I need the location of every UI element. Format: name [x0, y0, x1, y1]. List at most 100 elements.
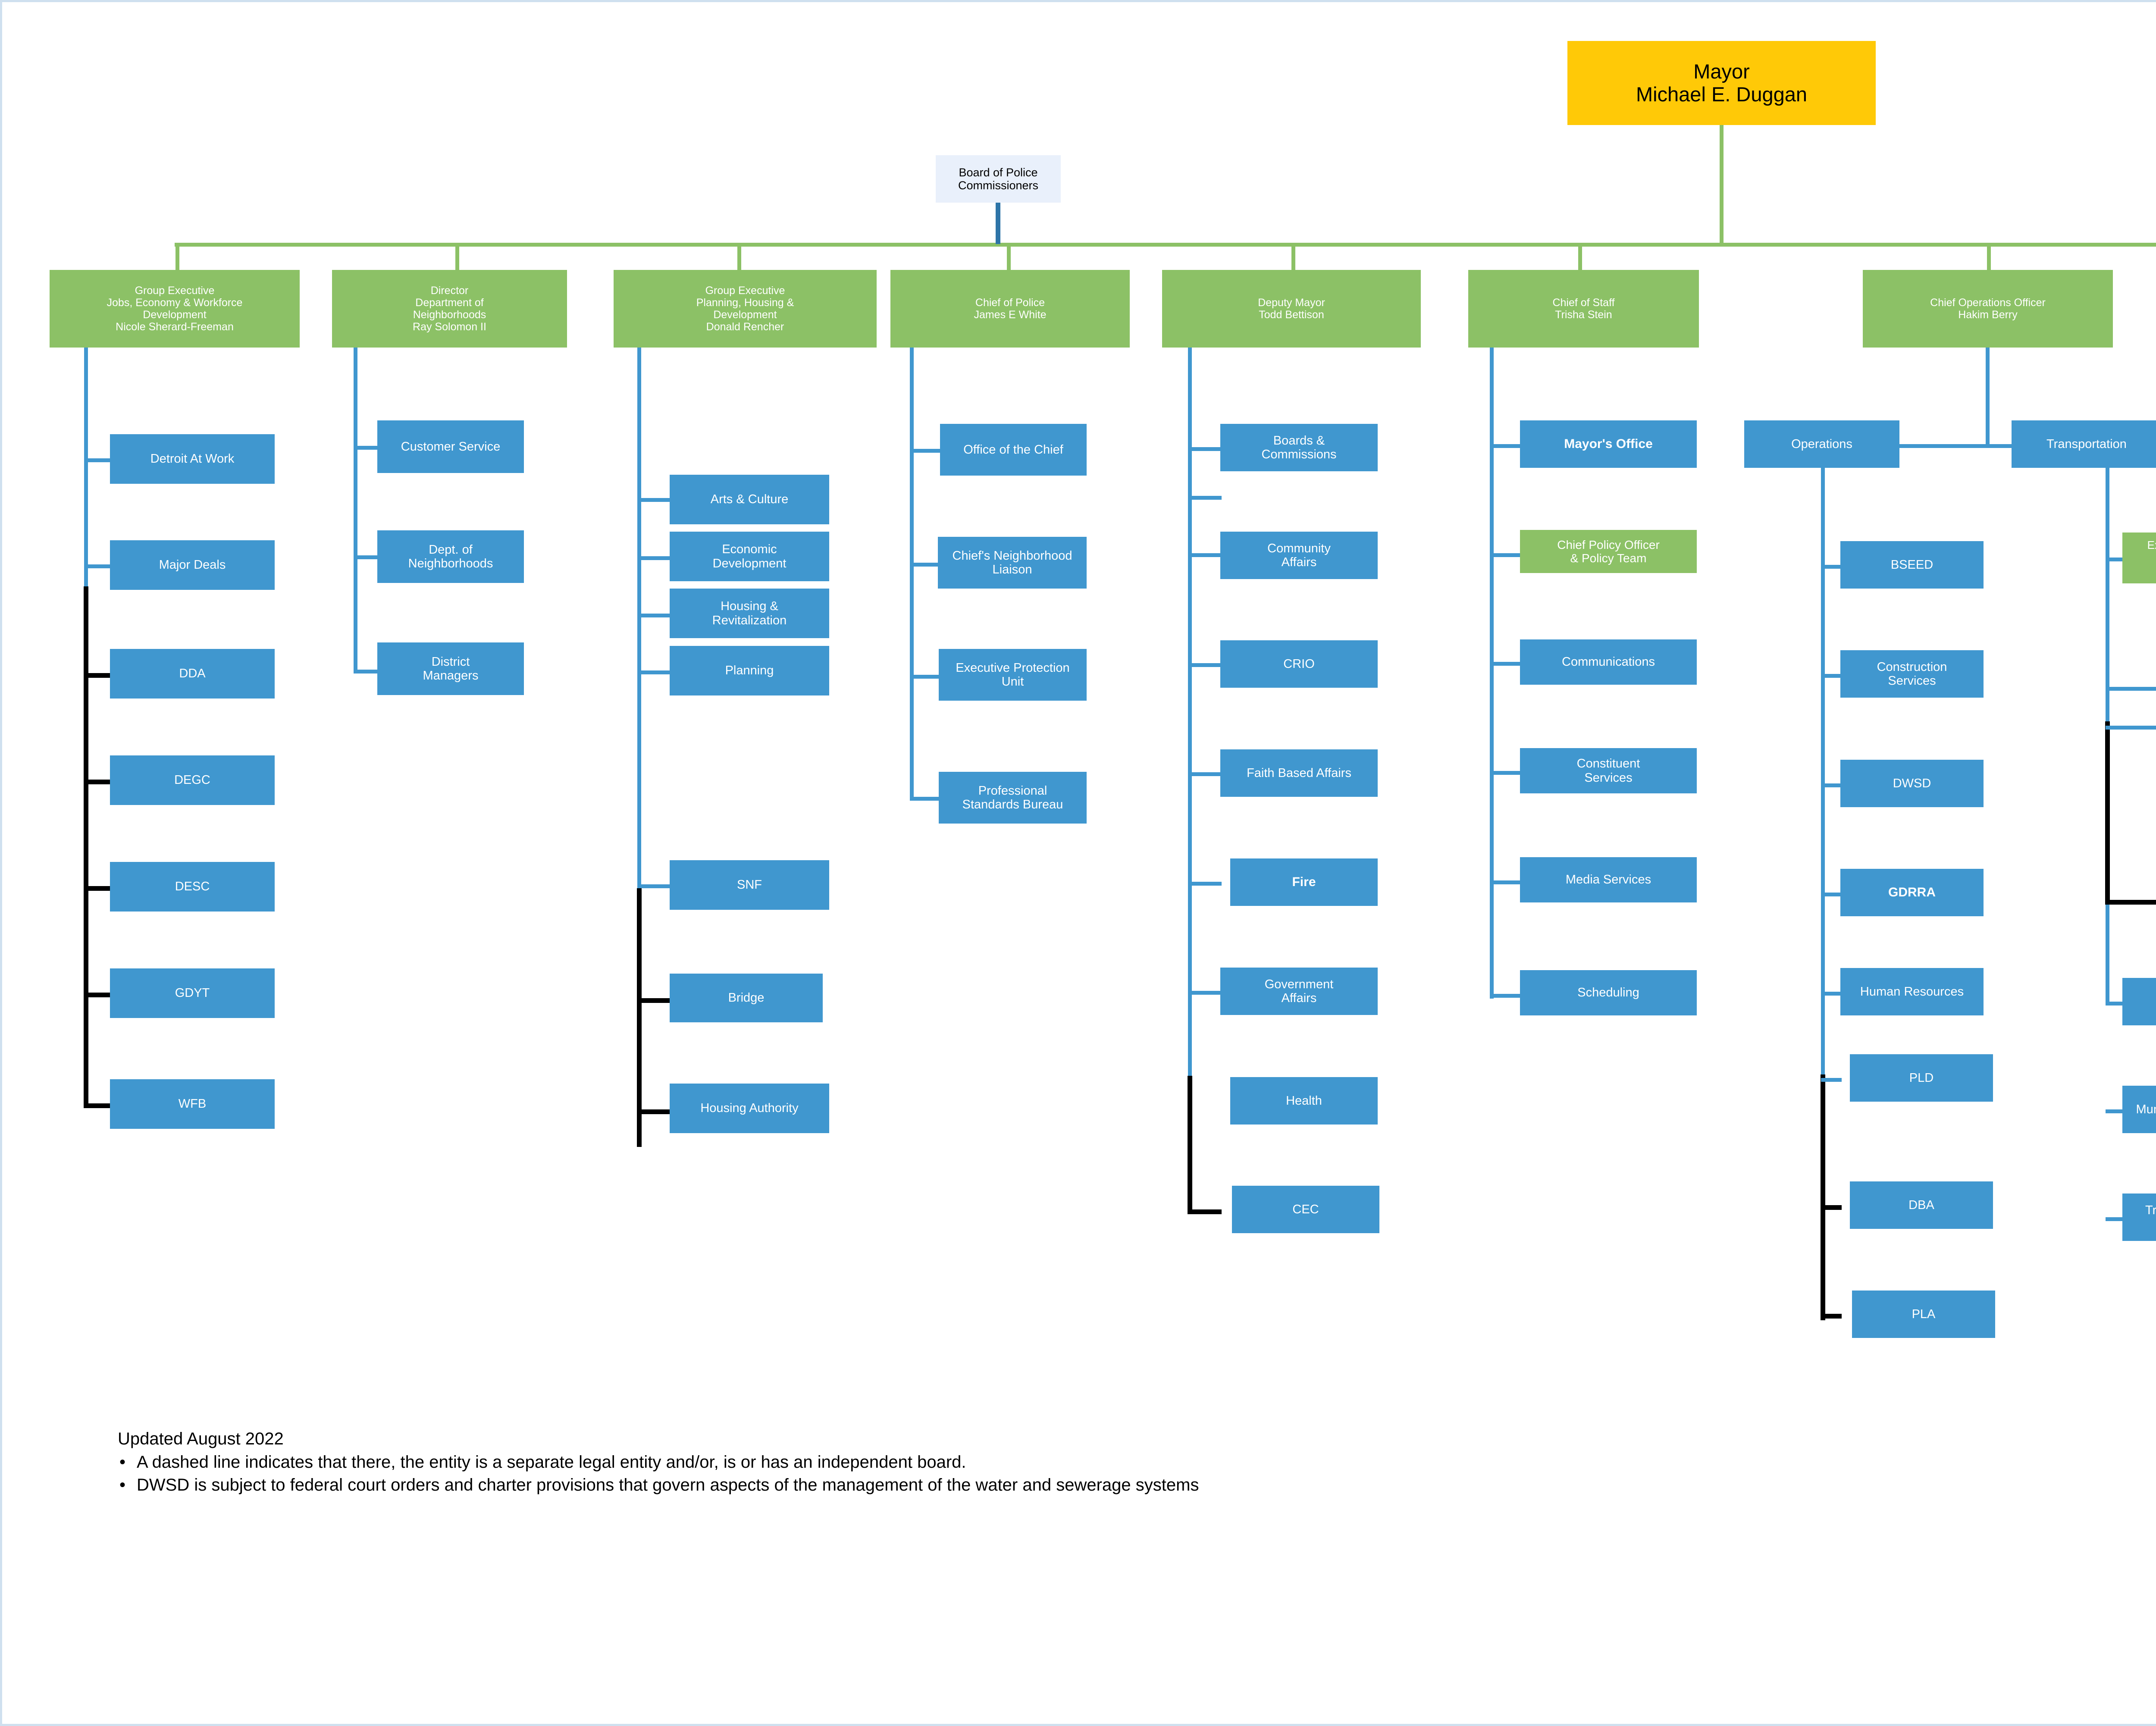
connector-spine-col-0-top — [84, 348, 88, 589]
unit-node-policy-team[interactable]: Chief Policy Officer & Policy Team — [1520, 530, 1697, 573]
unit-node[interactable]: Detroit At Work — [110, 434, 275, 484]
unit-node[interactable]: Customer Service — [377, 420, 524, 473]
exec-header-chief-of-police[interactable]: Chief of Police James E White — [890, 270, 1130, 348]
connector-branch-col-3-1 — [910, 563, 942, 567]
unit-node[interactable]: PLA — [1852, 1291, 1995, 1338]
unit-node[interactable]: Faith Based Affairs — [1220, 749, 1378, 797]
unit-node[interactable]: BSEED — [1840, 541, 1984, 589]
unit-node[interactable]: Dept. of Neighborhoods — [377, 530, 524, 583]
connector-branch-col-2-2 — [637, 614, 671, 617]
unit-node[interactable]: Government Affairs — [1220, 968, 1378, 1015]
unit-node[interactable]: Major Deals — [110, 540, 275, 590]
unit-node[interactable]: GDRRA — [1840, 869, 1984, 916]
connector-drop-col-6 — [1987, 243, 1991, 270]
connector-branch-trans-5 — [2106, 1109, 2124, 1113]
connector-branch-col-0-0 — [84, 458, 112, 462]
unit-node[interactable]: District Managers — [377, 642, 524, 695]
unit-node[interactable]: DPW — [2122, 978, 2156, 1025]
connector-branch-col-5-3 — [1490, 771, 1522, 775]
connector-branch-col-4-4 — [1188, 772, 1222, 776]
mayor-node[interactable]: Mayor Michael E. Duggan — [1567, 41, 1876, 125]
unit-node[interactable]: PLD — [1850, 1054, 1993, 1102]
unit-node[interactable]: Chief's Neighborhood Liaison — [938, 537, 1087, 589]
connector-spine-col-0-legal — [84, 586, 88, 1108]
unit-node[interactable]: Bridge — [670, 974, 823, 1022]
unit-node[interactable]: Mayor's Office — [1520, 420, 1697, 468]
exec-header-chief-operations-officer[interactable]: Chief Operations Officer Hakim Berry — [1863, 270, 2113, 348]
unit-node[interactable]: Boards & Commissions — [1220, 424, 1378, 471]
unit-node[interactable]: DBA — [1850, 1181, 1993, 1229]
unit-node[interactable]: DWSD — [1840, 760, 1984, 807]
unit-node[interactable]: SNF — [670, 860, 829, 910]
connector-branch-col-1-1 — [354, 555, 380, 559]
connector-coo-bus — [1826, 444, 2145, 448]
connector-branch-col-2-3 — [637, 670, 671, 674]
unit-node[interactable]: GDYT — [110, 968, 275, 1018]
connector-branch-col-3-0 — [910, 449, 942, 453]
unit-node[interactable]: DESC — [110, 862, 275, 912]
unit-node[interactable]: Human Resources — [1840, 968, 1984, 1015]
connector-branch-ops-6 — [1821, 1205, 1842, 1210]
connector-spine-transportation-legal — [2105, 721, 2110, 905]
unit-node[interactable]: Office of the Chief — [940, 424, 1087, 476]
connector-branch-ops-2 — [1821, 783, 1842, 787]
unit-node[interactable]: Housing & Revitalization — [670, 589, 829, 638]
unit-node[interactable]: Housing Authority — [670, 1084, 829, 1133]
exec-header-deputy-mayor[interactable]: Deputy Mayor Todd Bettison — [1162, 270, 1421, 348]
unit-node[interactable]: Media Services — [1520, 857, 1697, 902]
connector-branch-col-0-1 — [84, 564, 112, 568]
unit-node[interactable]: CRIO — [1220, 640, 1378, 688]
connector-branch-col-4-0 — [1188, 447, 1222, 451]
connector-drop-col-5 — [1578, 243, 1582, 270]
connector-spine-col-3 — [910, 348, 914, 800]
connector-branch-col-1-2 — [354, 670, 380, 673]
unit-node[interactable]: WFB — [110, 1079, 275, 1129]
connector-branch-col-3-3 — [910, 797, 942, 801]
connector-branch-ops-3 — [1821, 893, 1842, 896]
unit-node[interactable]: CEC — [1232, 1186, 1379, 1233]
unit-node[interactable]: Health — [1230, 1077, 1378, 1125]
unit-node[interactable]: Construction Services — [1840, 650, 1984, 698]
connector-branch-trans-2 — [2106, 726, 2156, 730]
unit-node[interactable]: Fire — [1230, 858, 1378, 906]
exec-header-jobs-economy-workforce[interactable]: Group Executive Jobs, Economy & Workforc… — [50, 270, 300, 348]
exec-header-department-of-neighborhoods[interactable]: Director Department of Neighborhoods Ray… — [332, 270, 567, 348]
unit-node[interactable]: Transportation Planning — [2122, 1193, 2156, 1241]
unit-node[interactable]: Professional Standards Bureau — [939, 772, 1087, 824]
connector-branch-trans-0 — [2106, 558, 2124, 561]
unit-node[interactable]: Arts & Culture — [670, 475, 829, 524]
board-of-police-commissioners-node[interactable]: Board of Police Commissioners — [936, 155, 1061, 203]
unit-node[interactable]: Community Affairs — [1220, 532, 1378, 579]
unit-node-transportation[interactable]: Transportation — [2012, 420, 2156, 468]
connector-spine-col-1 — [354, 348, 357, 673]
unit-node-transit-director[interactable]: Executive Director of Transit C. Mikel O… — [2122, 533, 2156, 583]
unit-node[interactable]: DDA — [110, 649, 275, 699]
note-item: A dashed line indicates that there, the … — [119, 1451, 1447, 1473]
connector-drop-col-4 — [1291, 243, 1295, 270]
connector-branch-col-0-5 — [84, 993, 112, 997]
unit-node[interactable]: DEGC — [110, 755, 275, 805]
connector-branch-trans-6 — [2106, 1217, 2124, 1221]
exec-header-planning-housing-development[interactable]: Group Executive Planning, Housing & Deve… — [614, 270, 877, 348]
connector-branch-ops-4 — [1821, 992, 1842, 996]
connector-branch-col-0-6 — [84, 1103, 112, 1108]
unit-node-operations[interactable]: Operations — [1744, 420, 1899, 468]
connector-branch-col-4-6 — [1188, 991, 1222, 995]
mayor-name: Michael E. Duggan — [1636, 82, 1808, 106]
unit-node[interactable]: Scheduling — [1520, 970, 1697, 1015]
connector-drop-col-1 — [455, 243, 459, 270]
exec-header-chief-of-staff[interactable]: Chief of Staff Trisha Stein — [1468, 270, 1699, 348]
unit-node[interactable]: Municipal Parking — [2122, 1086, 2156, 1133]
connector-spine-col-2-legal — [637, 888, 642, 1147]
unit-node[interactable]: Constituent Services — [1520, 748, 1697, 793]
connector-exec-bus — [175, 243, 2156, 247]
unit-node[interactable]: Executive Protection Unit — [939, 649, 1087, 701]
unit-node[interactable]: Planning — [670, 646, 829, 695]
board-line-1: Board of Police — [959, 166, 1038, 179]
unit-node[interactable]: Communications — [1520, 639, 1697, 685]
footer-notes: Updated August 2022 A dashed line indica… — [110, 1429, 1447, 1497]
unit-node[interactable]: Economic Development — [670, 532, 829, 581]
connector-spine-col-4-top — [1188, 348, 1192, 1078]
connector-branch-col-2-1 — [637, 556, 671, 560]
